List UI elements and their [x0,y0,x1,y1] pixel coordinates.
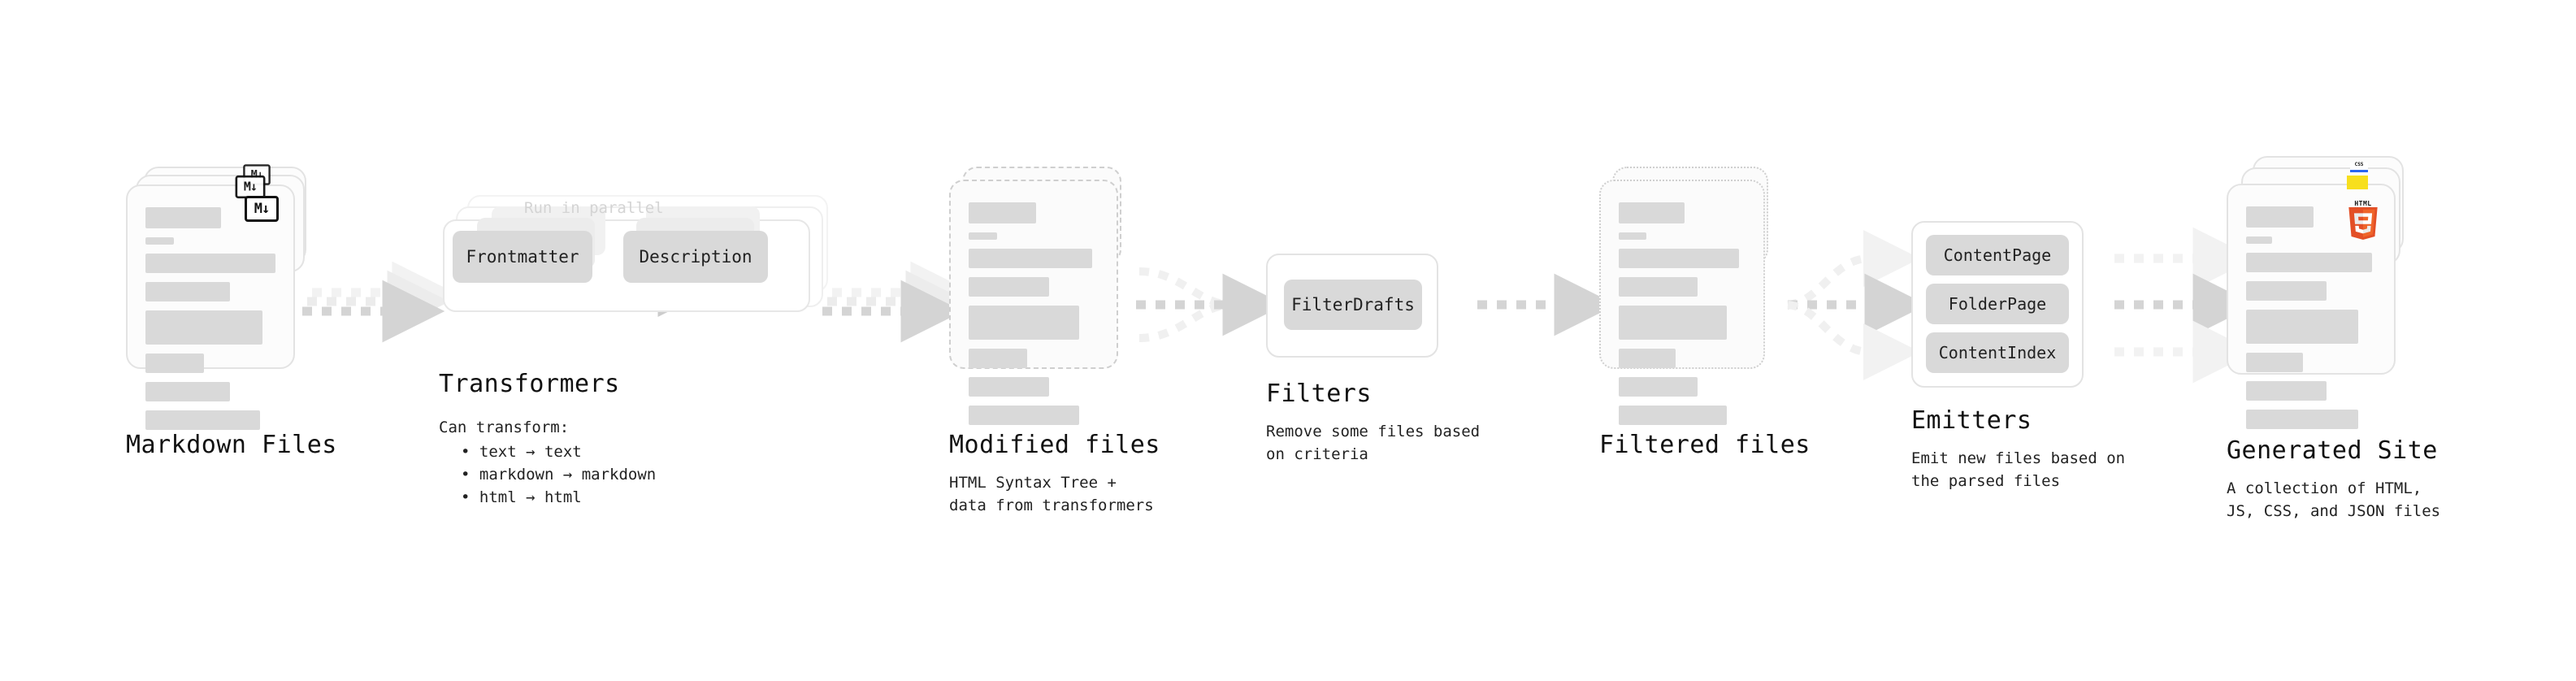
transformers-bullet-0: • text → text [461,443,582,461]
connector-filtered-to-emitters [1787,230,1928,380]
skeleton-content [145,207,275,439]
html5-icon-label: HTML [2354,200,2372,207]
filter-chip-filterdrafts[interactable]: FilterDrafts [1284,280,1422,330]
stage-modified-files: Modified files HTML Syntax Tree + data f… [949,167,1160,514]
connector-modified-to-filters [1136,267,1286,342]
connector-md-to-transformers [302,261,455,343]
transformers-intro: Can transform: [439,419,570,436]
emitter-chip-folderpage[interactable]: FolderPage [1926,284,2069,324]
emitter-chip-contentindex[interactable]: ContentIndex [1926,332,2069,373]
css3-icon: CSS [2350,162,2368,172]
stage-title-filtered-files: Filtered files [1599,431,1811,459]
stage-title-generated-site: Generated Site [2227,436,2438,465]
transformers-bullet-2: • html → html [461,488,582,506]
html5-icon: HTML [2347,200,2379,240]
modified-file-card-front [949,180,1118,425]
skeleton-content [2246,206,2376,438]
markdown-icon: M↓ [245,196,279,222]
javascript-icon [2347,176,2368,189]
connector-transformers-to-modified [822,261,974,343]
skeleton-content [1619,202,1746,434]
stage-markdown-files: M↓ M↓ M↓ Markdown Files [126,164,336,459]
stage-title-markdown-files: Markdown Files [126,431,337,459]
skeleton-content [969,202,1099,434]
stage-generated-site: CSS HTML Generated Site A collection of … [2227,156,2440,520]
transformers-bullet-1: • markdown → markdown [461,466,657,484]
stage-transformers: Frontmatter Description Run in parallel … [439,195,833,506]
stage-filtered-files: Filtered files [1599,167,1810,459]
stage-subtitle-emitters: Emit new files based on the parsed files [1911,449,2126,490]
stage-title-transformers: Transformers [439,370,620,398]
run-in-parallel-note: Run in parallel [524,199,664,217]
stage-emitters: ContentPage FolderPage ContentIndex Emit… [1911,221,2125,490]
filtered-file-card-front [1599,180,1765,425]
connector-emitters-to-site [2114,227,2256,384]
css3-icon-bar [2350,170,2368,172]
stage-title-filters: Filters [1266,380,1372,408]
css3-icon-label: CSS [2354,162,2364,167]
stage-title-emitters: Emitters [1911,406,2032,435]
transformer-chip-description[interactable]: Description [623,231,768,283]
stage-subtitle-generated-site: A collection of HTML, JS, CSS, and JSON … [2227,479,2441,520]
transformer-chip-frontmatter[interactable]: Frontmatter [453,231,592,283]
emitter-chip-contentpage[interactable]: ContentPage [1926,235,2069,275]
stage-subtitle-modified-files: HTML Syntax Tree + data from transformer… [949,474,1154,514]
markdown-file-card-front [126,184,295,430]
stage-title-modified-files: Modified files [949,431,1160,459]
markdown-icon-mid: M↓ [235,175,266,199]
stage-filters: FilterDrafts Filters Remove some files b… [1266,254,1480,463]
stage-subtitle-filters: Remove some files based on criteria [1266,423,1481,463]
